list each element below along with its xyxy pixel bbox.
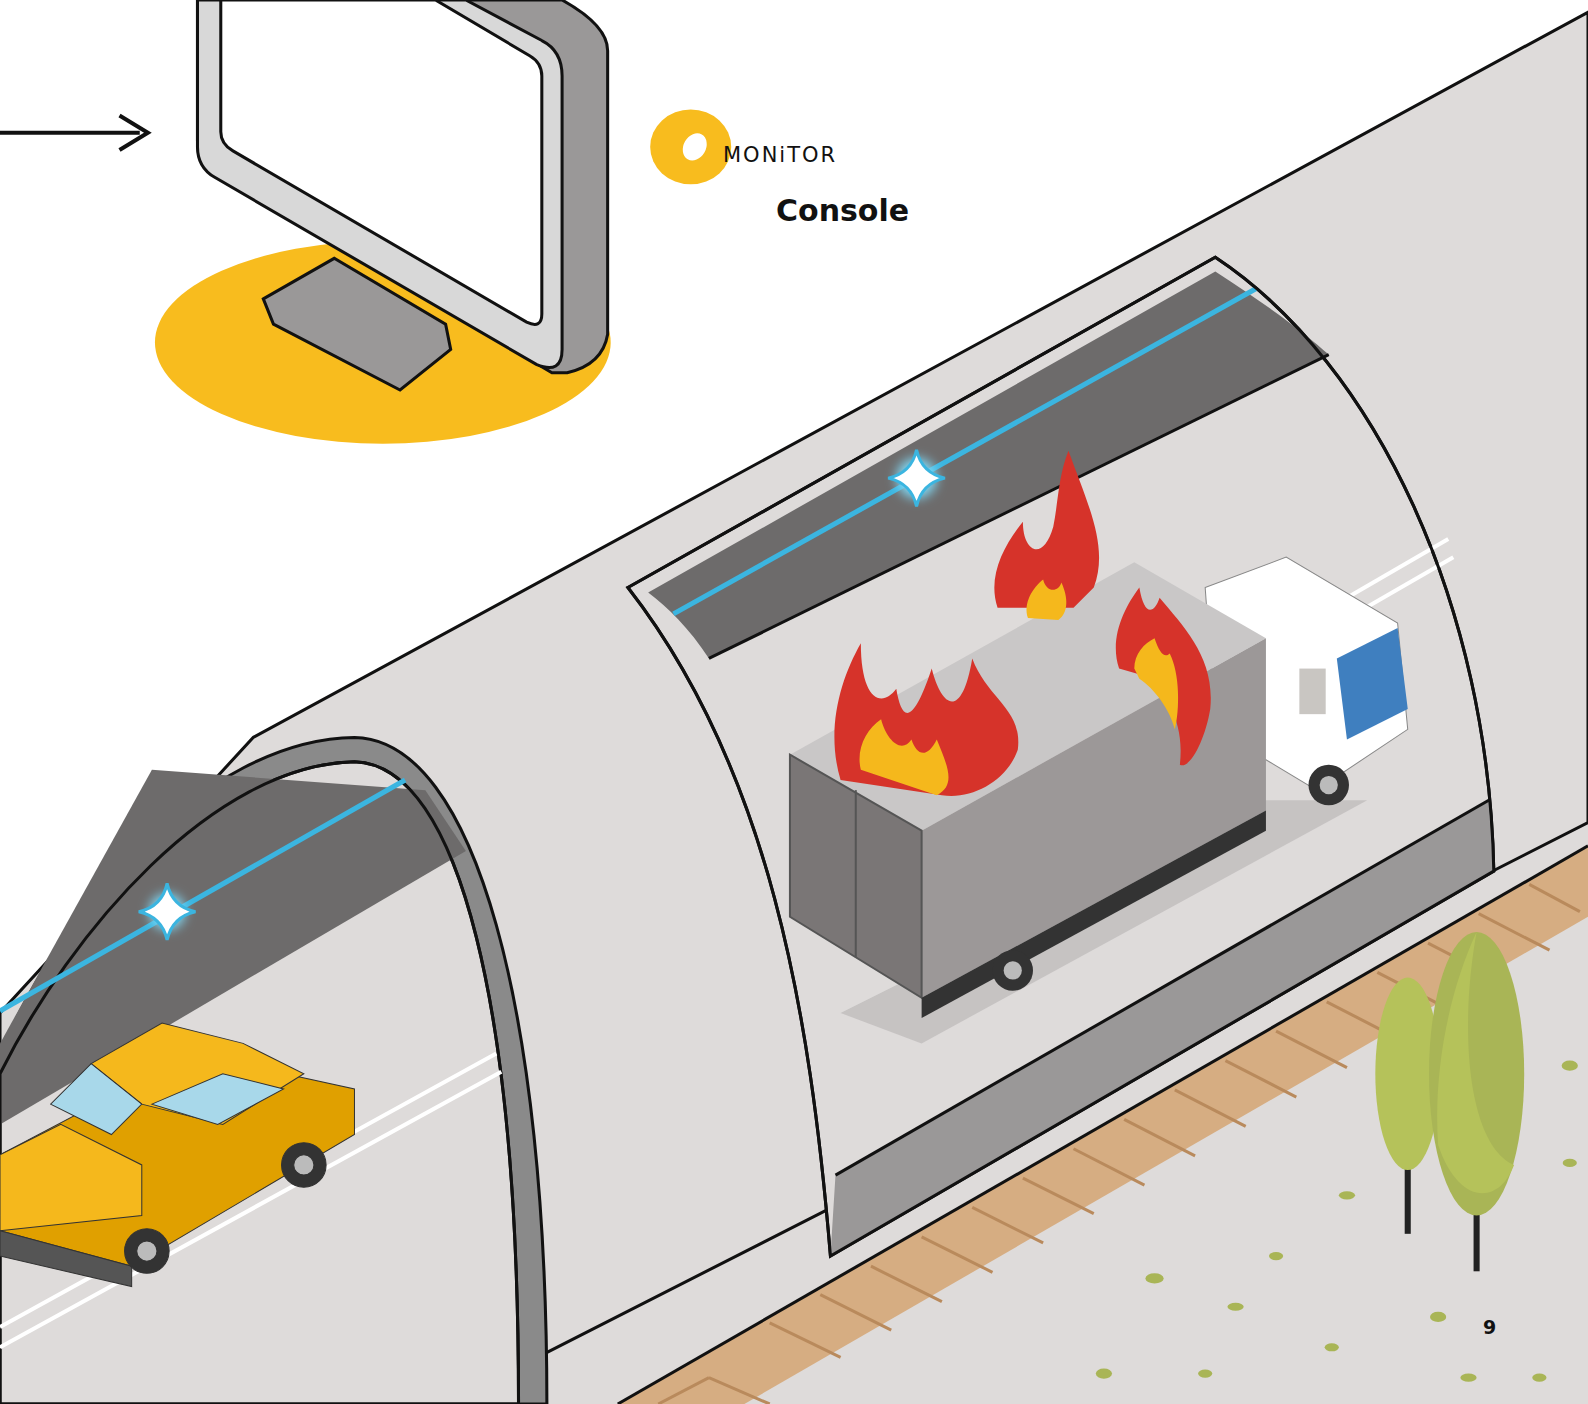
page-number: 9: [1483, 1316, 1496, 1338]
logo-wordmark: MONiTOR: [723, 143, 837, 167]
console-label: Console: [776, 193, 909, 228]
